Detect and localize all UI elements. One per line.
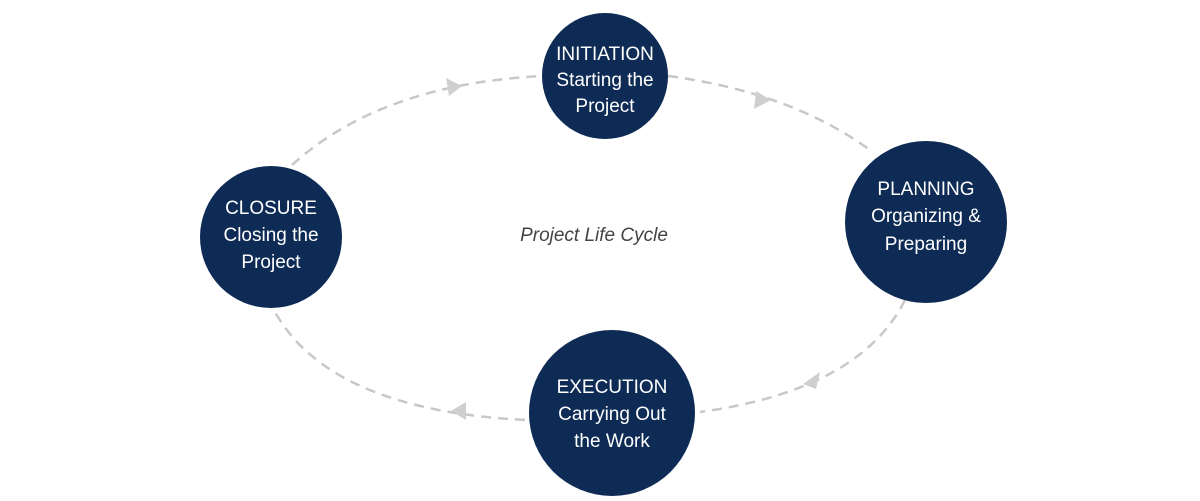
node-planning-circle bbox=[845, 141, 1007, 303]
node-execution-title: EXECUTION bbox=[557, 377, 668, 398]
arrow-head-to-closure bbox=[451, 402, 466, 420]
connector-execution-to-closure bbox=[273, 311, 526, 422]
connector-planning-to-execution bbox=[699, 299, 907, 414]
connector-closure-to-initiation bbox=[291, 74, 541, 166]
node-closure-line2: Project bbox=[241, 252, 301, 273]
node-planning-title: PLANNING bbox=[877, 179, 974, 200]
node-closure-line1: Closing the bbox=[223, 225, 318, 246]
node-initiation-title: INITIATION bbox=[556, 44, 654, 65]
node-execution: EXECUTION Carrying Out the Work bbox=[529, 330, 695, 496]
node-closure: CLOSURE Closing the Project bbox=[200, 166, 342, 308]
node-execution-circle bbox=[529, 330, 695, 496]
center-label: Project Life Cycle bbox=[520, 225, 668, 246]
node-planning-line2: Preparing bbox=[885, 234, 967, 255]
node-execution-line2: the Work bbox=[574, 431, 650, 452]
arrow-head-to-planning bbox=[754, 91, 771, 109]
node-initiation-line1: Starting the bbox=[556, 70, 653, 91]
node-initiation-line2: Project bbox=[575, 96, 635, 117]
connector-initiation-to-planning bbox=[667, 74, 871, 152]
node-initiation: INITIATION Starting the Project bbox=[542, 13, 668, 139]
arrow-head-to-execution bbox=[803, 372, 820, 389]
arrow-head-to-initiation bbox=[446, 78, 462, 96]
node-planning: PLANNING Organizing & Preparing bbox=[845, 141, 1007, 303]
node-planning-line1: Organizing & bbox=[871, 206, 981, 227]
node-closure-circle bbox=[200, 166, 342, 308]
node-initiation-circle bbox=[542, 13, 668, 139]
node-execution-line1: Carrying Out bbox=[558, 404, 666, 425]
node-closure-title: CLOSURE bbox=[225, 198, 317, 219]
